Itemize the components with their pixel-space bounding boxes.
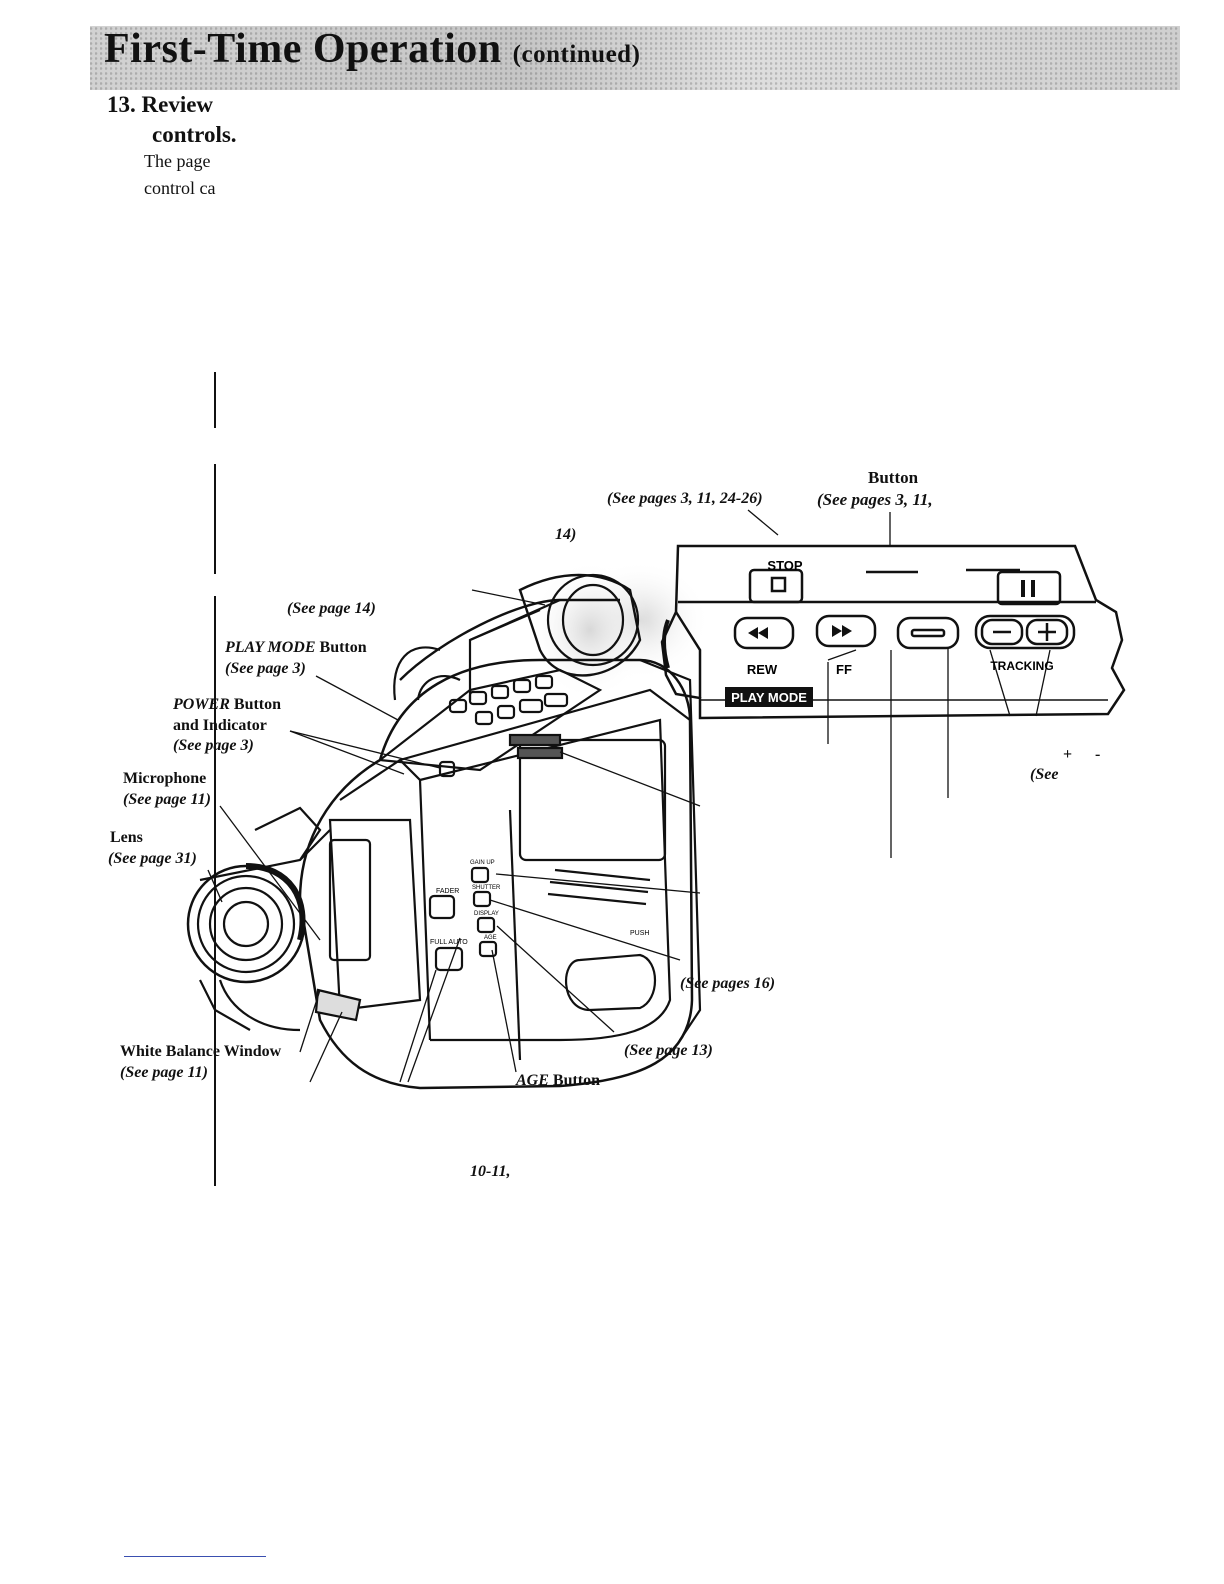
rew-button: [733, 616, 795, 650]
camcorder-body: [186, 560, 702, 1090]
play-mode-button-word: Button: [319, 639, 367, 656]
margin-rule: [214, 464, 216, 574]
ff-label: FF: [836, 662, 852, 677]
play-mode-plate-label: PLAY MODE: [731, 690, 807, 705]
and-indicator-label: and Indicator: [173, 717, 267, 734]
intro-text: The page control ca: [144, 148, 215, 202]
fader-label: FADER: [436, 888, 459, 895]
step-heading-line2: controls.: [152, 122, 237, 147]
stop-button: [748, 568, 804, 604]
panel-see-right: (See: [1030, 766, 1059, 783]
microphone-label: Microphone: [123, 770, 207, 787]
power-button-name: POWER: [173, 696, 230, 713]
stop-label: STOP: [767, 558, 802, 573]
display-label: DISPLAY: [474, 911, 499, 917]
push-label: PUSH: [630, 930, 649, 937]
see-pages-16: (See pages 16): [680, 975, 776, 992]
white-balance-label: White Balance Window: [120, 1043, 282, 1060]
header-band: [90, 26, 1180, 90]
leader-lines: [207, 509, 1051, 1083]
play-button: [896, 616, 960, 650]
ff-button: [815, 614, 877, 648]
full-auto-label: FULL AUTO: [430, 939, 468, 946]
push-button: [565, 953, 657, 1012]
see-page-11b: (See page 11): [120, 1064, 208, 1081]
intro-line2: control ca: [144, 178, 216, 198]
tracking-label: TRACKING: [990, 659, 1053, 673]
footer-rule: [124, 1556, 266, 1557]
gain-up-button: [470, 866, 490, 884]
power-button-word: Button: [233, 696, 282, 713]
margin-rule: [214, 372, 216, 428]
panel-stop-ref: (See pages 3, 11, 24-26): [607, 490, 763, 507]
page-title-suffix: (continued): [512, 41, 641, 68]
tracking-buttons: [974, 614, 1076, 650]
gain-up-label: GAIN UP: [470, 860, 495, 866]
play-mode-plate: [725, 687, 813, 707]
display-button: [476, 916, 496, 934]
lens-label: Lens: [110, 829, 143, 846]
age-button: [478, 940, 498, 958]
see-page-3b: (See page 3): [173, 737, 254, 754]
see-page-11a: (See page 11): [123, 791, 211, 808]
step-heading-line1: 13. Review: [107, 92, 214, 117]
pause-button: [996, 570, 1062, 606]
shutter-button: [472, 890, 492, 908]
see-page-3a: (See page 3): [225, 660, 306, 677]
age-button-label: AGE Button: [516, 1071, 600, 1091]
fader-button: [428, 894, 456, 920]
pages-10-11: 10-11,: [470, 1163, 511, 1180]
intro-line1: The page: [144, 151, 211, 171]
see-page-31: (See page 31): [108, 850, 197, 867]
power-button-label: POWER Button: [173, 695, 281, 715]
step-heading: 13. Review controls.: [107, 90, 237, 150]
margin-rule: [214, 596, 216, 1186]
ref-14: 14): [555, 526, 577, 543]
see-page-14: (See page 14): [287, 600, 376, 617]
shutter-label: SHUTTER: [472, 885, 501, 891]
panel-top-ref: (See pages 3, 11,: [817, 490, 933, 509]
age-button-name: AGE: [516, 1072, 549, 1089]
age-label: AGE: [484, 935, 497, 941]
page-title: First-Time Operation (continued): [104, 28, 640, 76]
age-button-word: Button: [552, 1072, 601, 1089]
panel-plus-label: +: [1063, 746, 1073, 763]
page-title-text: First-Time Operation: [104, 26, 502, 72]
rew-label: REW: [747, 662, 778, 677]
panel-button-label: Button: [868, 468, 919, 487]
see-page-13: (See page 13): [624, 1042, 713, 1059]
panel-minus-label: -: [1095, 746, 1101, 763]
play-mode-button-label: PLAY MODE Button: [225, 638, 367, 658]
play-mode-button-name: PLAY MODE: [225, 639, 316, 656]
